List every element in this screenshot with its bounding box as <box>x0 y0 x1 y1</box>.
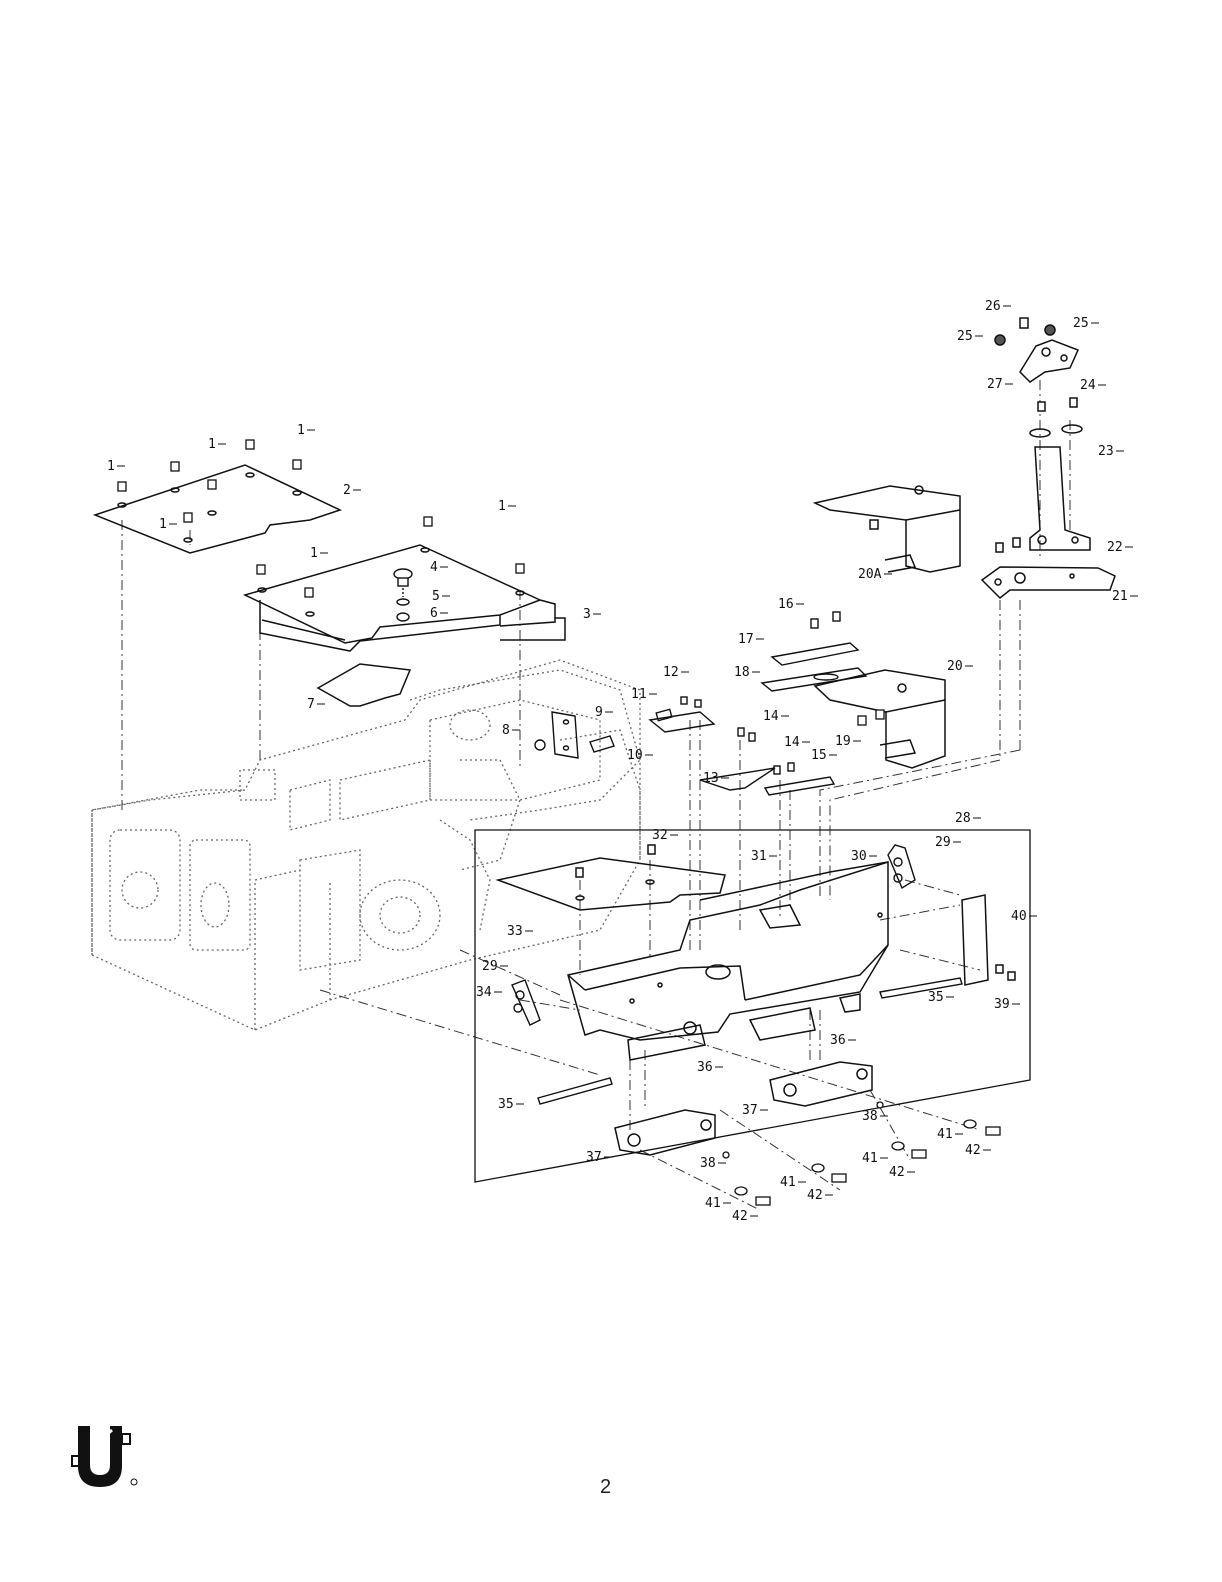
callout-42: 42 <box>965 1143 981 1158</box>
callout-37: 37 <box>586 1150 602 1165</box>
callout-12: 12 <box>663 665 679 680</box>
callout-25: 25 <box>957 329 973 344</box>
callout-36: 36 <box>830 1033 846 1048</box>
callout-1: 1 <box>498 499 506 514</box>
callout-29: 29 <box>935 835 951 850</box>
callout-35: 35 <box>498 1097 514 1112</box>
callout-42: 42 <box>732 1209 748 1224</box>
callout-13: 13 <box>703 771 719 786</box>
callout-3: 3 <box>583 607 591 622</box>
callout-41: 41 <box>937 1127 953 1142</box>
callout-34: 34 <box>476 985 492 1000</box>
callout-28: 28 <box>955 811 971 826</box>
bracket-25-26-27 <box>995 318 1078 382</box>
callout-38: 38 <box>862 1109 878 1124</box>
callout-32: 32 <box>652 828 668 843</box>
base-31 <box>568 862 888 1060</box>
callout-22: 22 <box>1107 540 1123 555</box>
callout-40: 40 <box>1011 909 1027 924</box>
callout-1: 1 <box>107 459 115 474</box>
callout-33: 33 <box>507 924 523 939</box>
callout-1: 1 <box>159 517 167 532</box>
part-7 <box>318 664 410 706</box>
plate-40 <box>962 895 1015 985</box>
cover-plate-2 <box>95 465 340 553</box>
machine-body-outline <box>92 660 640 1030</box>
callout-35: 35 <box>928 990 944 1005</box>
callout-20: 20 <box>947 659 963 674</box>
callout-30: 30 <box>851 849 867 864</box>
callout-17: 17 <box>738 632 754 647</box>
callout-20a: 20A <box>858 567 882 582</box>
callout-1: 1 <box>310 546 318 561</box>
callout-37: 37 <box>742 1103 758 1118</box>
callout-41: 41 <box>862 1151 878 1166</box>
callout-8: 8 <box>502 723 510 738</box>
callout-14: 14 <box>763 709 779 724</box>
callout-10: 10 <box>627 748 643 763</box>
callout-4: 4 <box>430 560 438 575</box>
callout-31: 31 <box>751 849 767 864</box>
callout-41: 41 <box>780 1175 796 1190</box>
callout-19: 19 <box>835 734 851 749</box>
callout-39: 39 <box>994 997 1010 1012</box>
callout-11: 11 <box>631 687 647 702</box>
alignment-lines <box>122 380 1070 1210</box>
arm-21-22-23 <box>982 398 1115 598</box>
bracket-20a <box>815 486 960 572</box>
callout-14: 14 <box>784 735 800 750</box>
cover-plate-3 <box>245 545 565 651</box>
callout-1: 1 <box>297 423 305 438</box>
callout-38: 38 <box>700 1156 716 1171</box>
callout-27: 27 <box>987 377 1003 392</box>
callout-1: 1 <box>208 437 216 452</box>
page-number: 2 <box>600 1476 611 1499</box>
callout-29: 29 <box>482 959 498 974</box>
callout-6: 6 <box>430 606 438 621</box>
callout-25: 25 <box>1073 316 1089 331</box>
screw-19 <box>858 710 884 725</box>
plate-33 <box>498 845 725 910</box>
callout-2: 2 <box>343 483 351 498</box>
callout-41: 41 <box>705 1196 721 1211</box>
callout-5: 5 <box>432 589 440 604</box>
knob-4-5-6 <box>394 569 412 621</box>
callout-23: 23 <box>1098 444 1114 459</box>
callout-26: 26 <box>985 299 1001 314</box>
callout-42: 42 <box>807 1188 823 1203</box>
callout-15: 15 <box>811 748 827 763</box>
callout-7: 7 <box>307 697 315 712</box>
callout-21: 21 <box>1112 589 1128 604</box>
parts-16-17-18 <box>762 612 866 691</box>
company-logo <box>70 1420 140 1490</box>
callout-18: 18 <box>734 665 750 680</box>
callout-9: 9 <box>595 705 603 720</box>
shafts-35 <box>538 978 962 1104</box>
callout-36: 36 <box>697 1060 713 1075</box>
callout-24: 24 <box>1080 378 1096 393</box>
callout-16: 16 <box>778 597 794 612</box>
callout-42: 42 <box>889 1165 905 1180</box>
